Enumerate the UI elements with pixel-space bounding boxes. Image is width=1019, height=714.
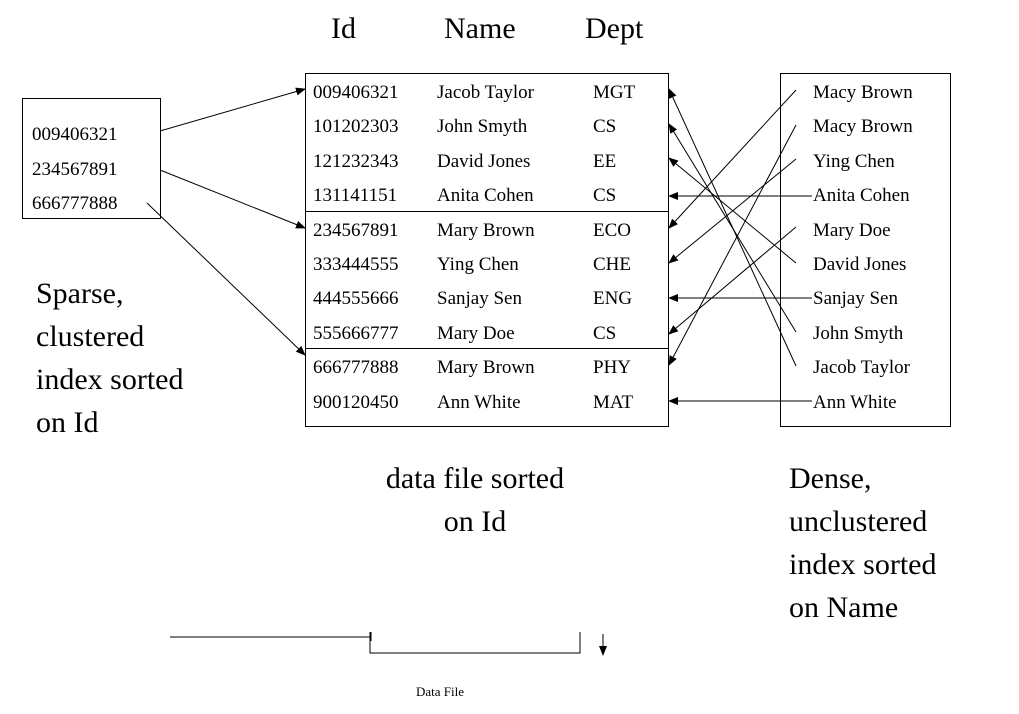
dense-entry: Sanjay Sen <box>813 288 898 310</box>
data-file-footer-label: Data File <box>416 684 465 699</box>
dense-entry: Jacob Taylor <box>813 357 910 379</box>
data-cell-dept: CS <box>593 185 617 207</box>
dense-pointer-arrow <box>668 157 797 264</box>
dense-entry: Anita Cohen <box>813 185 910 207</box>
data-cell-dept: MAT <box>593 391 634 413</box>
dense-pointer-arrow <box>668 124 797 366</box>
data-file-caption: data file sorted on Id <box>374 457 576 543</box>
data-cell-name: John Smyth <box>437 116 528 138</box>
data-cell-dept: ECO <box>593 219 631 241</box>
legend-bracket <box>369 632 581 654</box>
data-cell-dept: EE <box>593 150 617 172</box>
data-cell-dept: CS <box>593 116 617 138</box>
data-cell-id: 333444555 <box>313 254 399 275</box>
dense-pointer-arrow <box>668 158 797 264</box>
sparse-caption: Sparse, clustered index sorted on Id <box>36 272 183 444</box>
data-cell-id: 900120450 <box>313 391 399 413</box>
caption-line: clustered <box>36 320 145 353</box>
header-name: Name <box>444 12 516 45</box>
dense-pointer-arrow <box>668 88 797 367</box>
data-cell-name: Anita Cohen <box>437 185 534 207</box>
data-cell-id: 555666777 <box>313 322 399 344</box>
dense-entry: Mary Doe <box>813 219 891 241</box>
dense-entry: Ann White <box>813 391 897 413</box>
dense-pointer-arrow <box>668 89 797 229</box>
data-cell-name: Mary Brown <box>437 357 535 379</box>
sparse-pointer-arrow <box>159 87 306 132</box>
data-cell-id: 666777888 <box>313 357 399 379</box>
dense-entry: David Jones <box>813 254 907 275</box>
dense-entry: Ying Chen <box>813 150 895 172</box>
data-cell-name: Mary Brown <box>437 219 535 241</box>
caption-line: on Name <box>789 591 899 624</box>
caption-line: index sorted <box>36 363 184 396</box>
data-cell-name: David Jones <box>437 150 531 172</box>
data-cell-id: 101202303 <box>313 116 399 138</box>
caption-line: Dense, <box>789 462 872 495</box>
caption-line: on Id <box>36 406 99 439</box>
header-dept: Dept <box>585 12 644 45</box>
data-file-box: 009406321 Jacob Taylor MGT 101202303 John Sm… <box>305 73 669 427</box>
sparse-entry: 009406321 <box>32 124 118 145</box>
sparse-entry: 234567891 <box>32 159 118 180</box>
data-cell-dept: ENG <box>593 288 633 310</box>
caption-line: unclustered <box>789 505 928 538</box>
data-cell-name: Ying Chen <box>437 254 519 275</box>
dense-entry: John Smyth <box>813 322 904 344</box>
data-cell-dept: CS <box>593 322 617 344</box>
dense-entry: Macy Brown <box>813 82 913 103</box>
caption-line: on Id <box>443 505 507 538</box>
data-cell-name: Mary Doe <box>437 322 515 344</box>
caption-line: Sparse, <box>36 277 124 310</box>
data-cell-id: 234567891 <box>313 219 399 241</box>
block-divider <box>306 348 668 349</box>
dense-pointer-arrow <box>668 123 797 333</box>
sparse-entry: 666777888 <box>32 193 118 214</box>
sparse-index-box: 009406321 234567891 666777888 <box>22 98 161 219</box>
dense-caption: Dense, unclustered index sorted on Name <box>789 457 936 629</box>
data-cell-name: Sanjay Sen <box>437 288 522 310</box>
dense-entry: Macy Brown <box>813 116 913 138</box>
sparse-pointer-arrow <box>159 169 306 229</box>
data-cell-dept: CHE <box>593 254 631 275</box>
data-cell-name: Jacob Taylor <box>437 82 534 103</box>
block-divider <box>306 211 668 212</box>
dense-pointer-arrow <box>668 226 797 335</box>
caption-line: index sorted <box>789 548 937 581</box>
data-cell-dept: PHY <box>593 357 632 379</box>
data-cell-id: 131141151 <box>313 185 398 207</box>
data-cell-name: Ann White <box>437 391 521 413</box>
data-cell-dept: MGT <box>593 82 636 103</box>
data-cell-id: 009406321 <box>313 82 399 103</box>
data-cell-id: 121232343 <box>313 150 399 172</box>
data-cell-id: 444555666 <box>313 288 399 310</box>
header-id: Id <box>331 12 356 45</box>
caption-line: data file sorted <box>385 462 565 495</box>
